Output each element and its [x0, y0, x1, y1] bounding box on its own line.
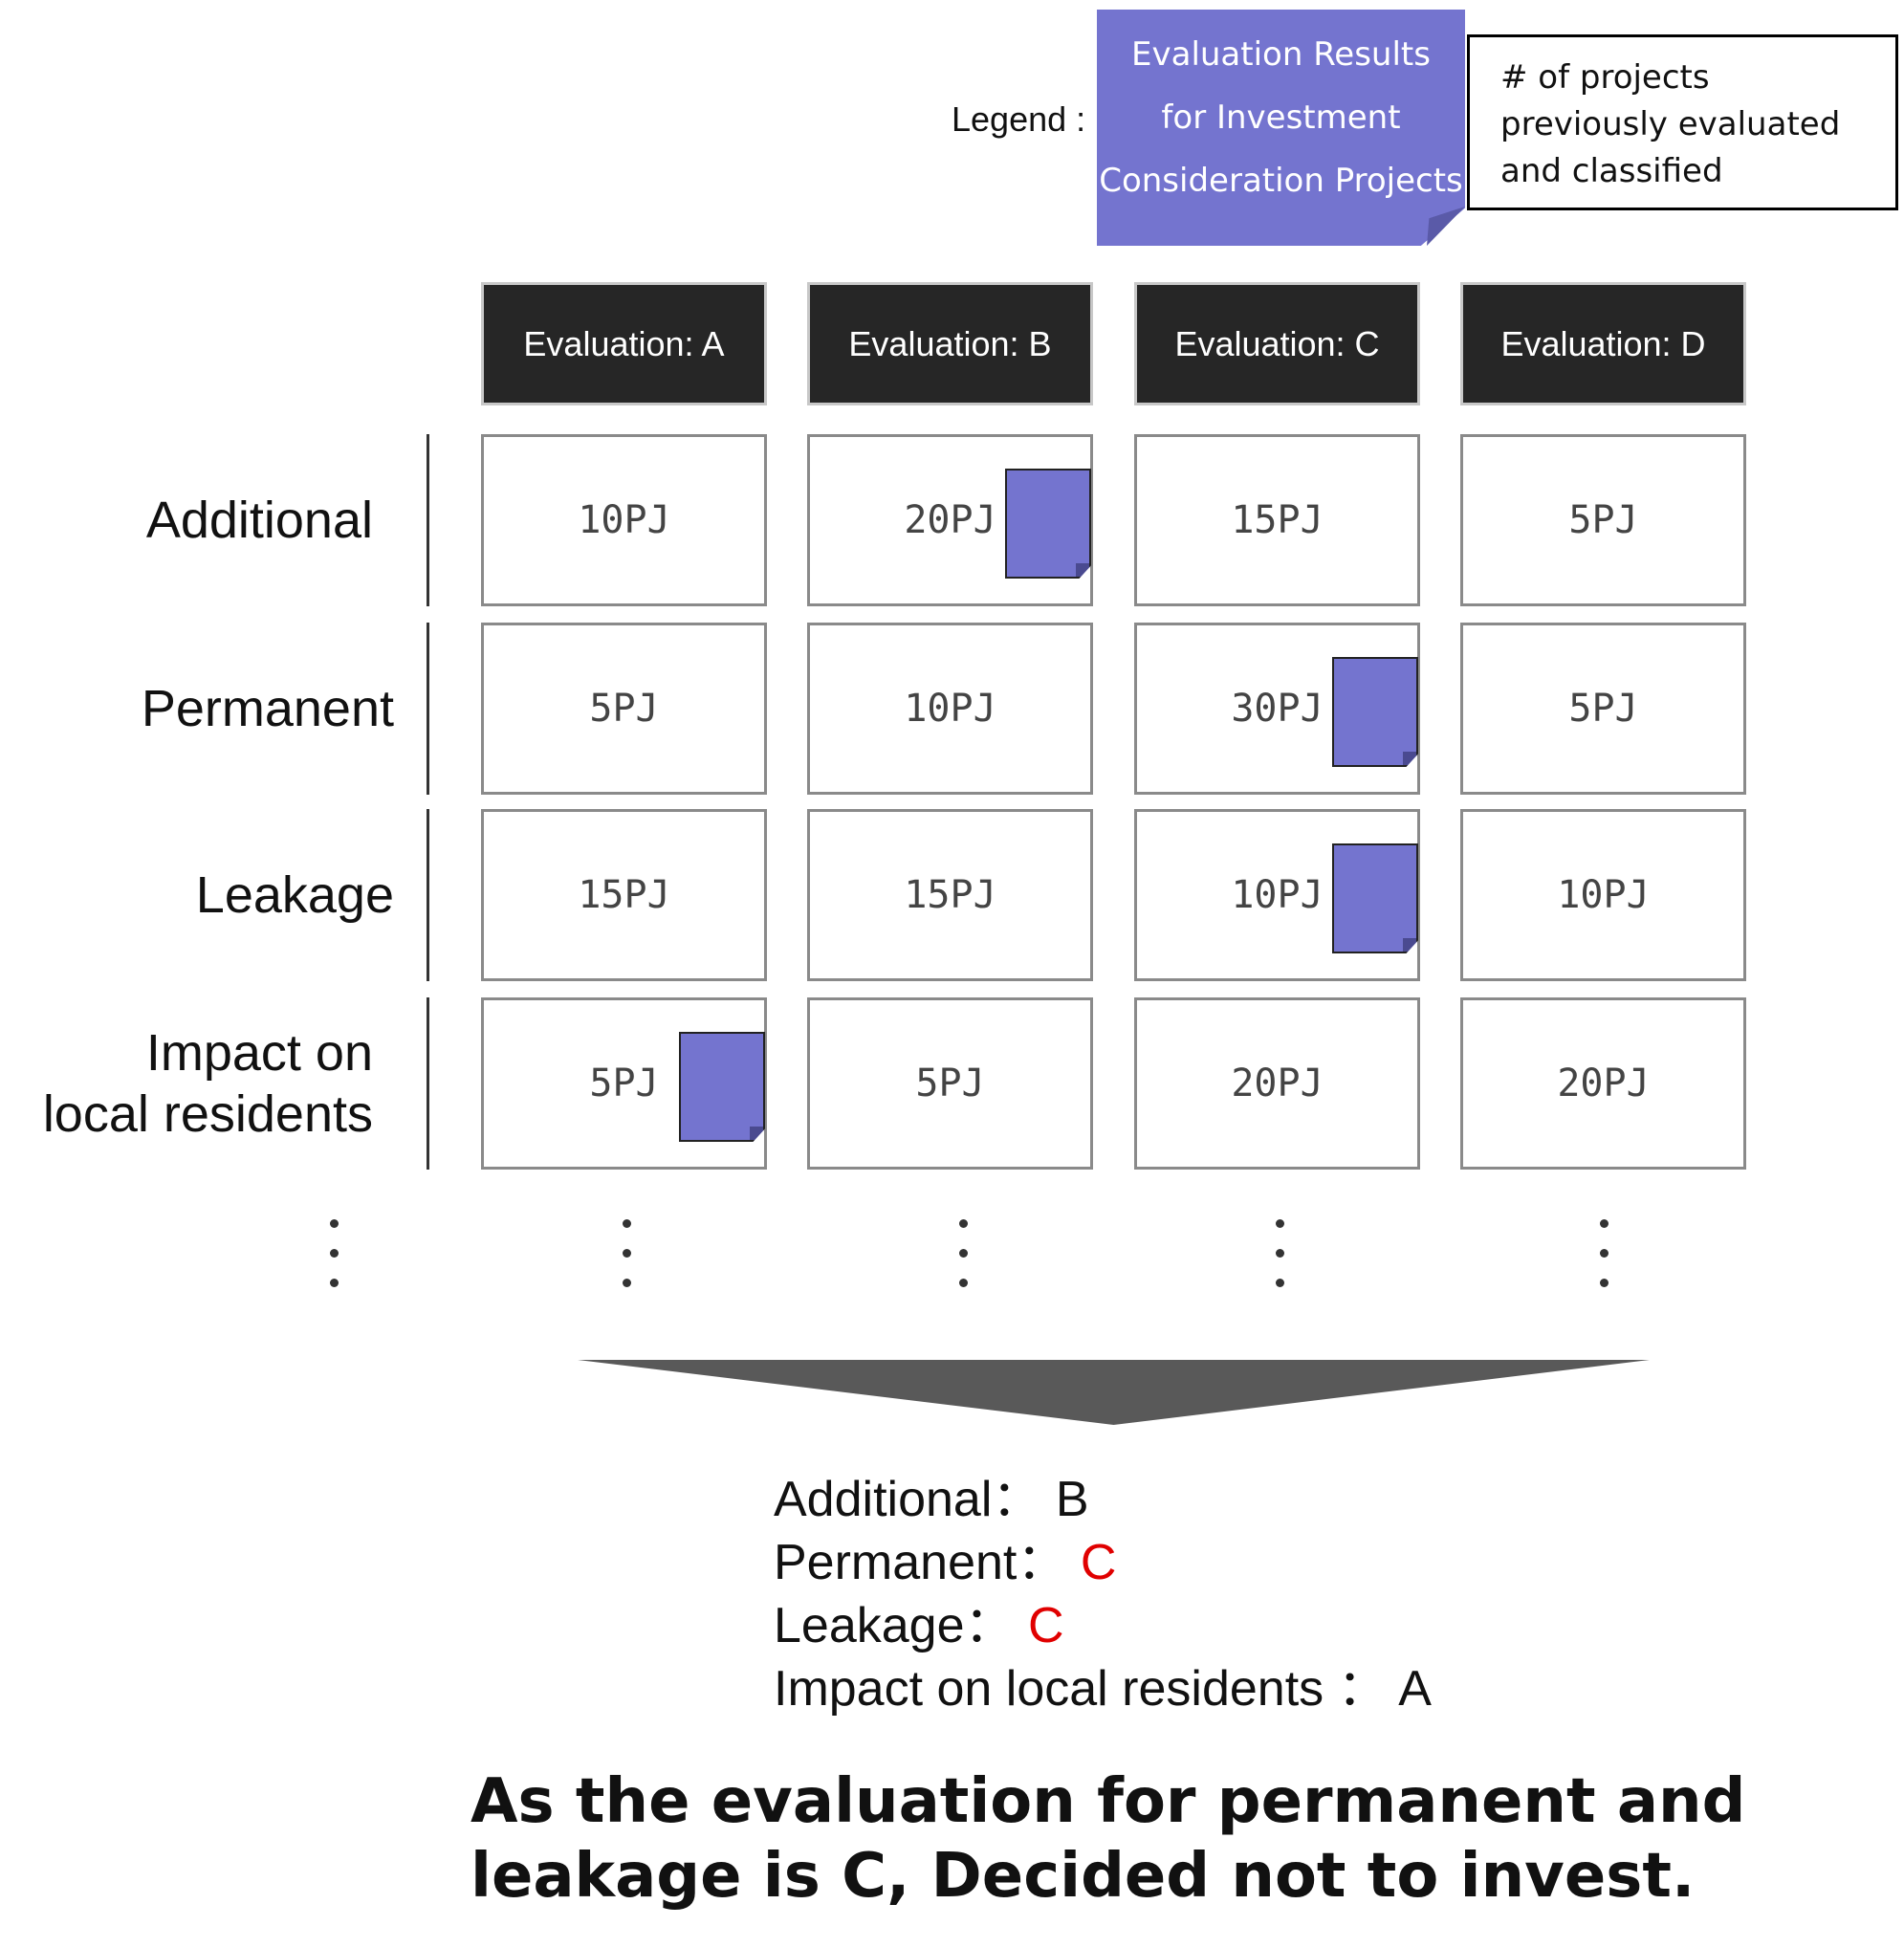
summary-criterion: Permanent: [774, 1535, 1018, 1590]
legend-note-line: Consideration Projects: [1099, 162, 1463, 200]
legend-desc-line: and classified: [1500, 152, 1723, 190]
matrix-cell: 5PJ: [807, 997, 1093, 1170]
row-label: Additional: [146, 490, 373, 551]
project-count: 5PJ: [915, 1062, 985, 1105]
legend-note-line: Evaluation Results: [1131, 35, 1431, 74]
ellipsis-dots-icon: [1600, 1219, 1609, 1308]
row-label-line: Permanent: [141, 680, 394, 737]
legend-note-sample: Evaluation Results for Investment Consid…: [1097, 10, 1465, 246]
column-header: Evaluation: A: [481, 282, 767, 405]
matrix-cell: 10PJ: [1134, 809, 1420, 981]
evaluation-result-note-icon: [1332, 843, 1418, 953]
project-count: 20PJ: [1557, 1062, 1650, 1105]
evaluation-result-note-icon: [1332, 657, 1418, 767]
project-count: 10PJ: [578, 498, 670, 542]
evaluation-result-note-icon: [1005, 469, 1091, 579]
matrix-cell: 20PJ: [807, 434, 1093, 606]
project-count: 5PJ: [589, 687, 659, 731]
summary-grade: C: [1028, 1598, 1064, 1653]
matrix-cell: 10PJ: [807, 623, 1093, 795]
project-count: 15PJ: [904, 873, 996, 917]
summary-criterion: Additional: [774, 1472, 993, 1527]
row-label: Leakage: [196, 865, 394, 926]
conclusion-text: As the evaluation for permanent and leak…: [471, 1764, 1745, 1914]
project-count: 30PJ: [1231, 687, 1324, 731]
project-count: 10PJ: [1231, 873, 1324, 917]
legend-note-line: for Investment: [1161, 98, 1401, 137]
matrix-cell: 15PJ: [807, 809, 1093, 981]
project-count: 5PJ: [1568, 498, 1638, 542]
summary-grade: A: [1398, 1661, 1432, 1717]
row-label: Permanent: [142, 678, 394, 739]
project-count: 15PJ: [1231, 498, 1324, 542]
legend-desc-line: previously evaluated: [1500, 105, 1841, 143]
matrix-cell: 30PJ: [1134, 623, 1420, 795]
row-divider: [427, 434, 429, 606]
summary-grade: C: [1080, 1535, 1117, 1590]
project-count: 20PJ: [1231, 1062, 1324, 1105]
matrix-cell: 10PJ: [1460, 809, 1746, 981]
legend-desc-line: # of projects: [1500, 58, 1710, 97]
matrix-cell: 20PJ: [1460, 997, 1746, 1170]
summary-criterion: Impact on local residents: [774, 1661, 1324, 1717]
down-arrow-icon: [578, 1360, 1650, 1425]
conclusion-line: As the evaluation for permanent and: [471, 1766, 1746, 1837]
matrix-cell: 15PJ: [1134, 434, 1420, 606]
matrix-cell: 5PJ: [481, 623, 767, 795]
column-header: Evaluation: C: [1134, 282, 1420, 405]
matrix-cell: 10PJ: [481, 434, 767, 606]
summary-grade: B: [1055, 1472, 1089, 1527]
row-divider: [427, 809, 429, 981]
row-label-line: Impact on: [145, 1024, 373, 1082]
project-count: 5PJ: [589, 1062, 659, 1105]
row-label-line: Additional: [145, 492, 373, 549]
legend-label: Legend :: [952, 99, 1086, 139]
column-header: Evaluation: D: [1460, 282, 1746, 405]
summary-line: Leakage： C: [774, 1585, 1064, 1656]
column-header: Evaluation: B: [807, 282, 1093, 405]
matrix-cell: 5PJ: [1460, 434, 1746, 606]
ellipsis-dots-icon: [1276, 1219, 1285, 1308]
evaluation-result-note-icon: [679, 1032, 765, 1142]
project-count: 5PJ: [1568, 687, 1638, 731]
matrix-cell: 5PJ: [1460, 623, 1746, 795]
matrix-cell: 15PJ: [481, 809, 767, 981]
summary-separator: ：: [964, 1598, 1015, 1653]
conclusion-line: leakage is C, Decided not to invest.: [471, 1841, 1696, 1912]
summary-separator: ：: [1017, 1535, 1067, 1590]
matrix-cell: 5PJ: [481, 997, 767, 1170]
summary-line: Additional： B: [774, 1458, 1089, 1530]
summary-separator: ：: [992, 1472, 1042, 1527]
project-count: 10PJ: [1557, 873, 1650, 917]
project-count: 20PJ: [904, 498, 996, 542]
matrix-cell: 20PJ: [1134, 997, 1420, 1170]
row-label-line: Leakage: [195, 866, 394, 924]
row-divider: [427, 623, 429, 795]
ellipsis-dots-icon: [623, 1219, 632, 1308]
legend-description: # of projects previously evaluated and c…: [1467, 34, 1898, 210]
summary-separator: ：: [1324, 1661, 1388, 1717]
project-count: 15PJ: [578, 873, 670, 917]
row-label-line: local residents: [42, 1085, 373, 1143]
row-divider: [427, 997, 429, 1170]
project-count: 10PJ: [904, 687, 996, 731]
ellipsis-dots-icon: [959, 1219, 969, 1308]
ellipsis-dots-icon: [330, 1219, 339, 1308]
summary-line: Impact on local residents ： A: [774, 1648, 1432, 1719]
summary-line: Permanent： C: [774, 1521, 1116, 1593]
summary-criterion: Leakage: [774, 1598, 965, 1653]
